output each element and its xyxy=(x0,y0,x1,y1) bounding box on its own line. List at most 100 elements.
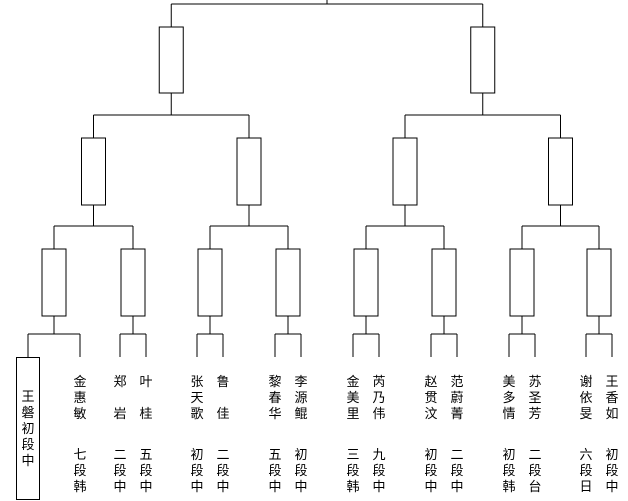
player-name-char: 金 xyxy=(73,375,87,390)
player-name-char: 圣 xyxy=(528,391,542,406)
player-country: 中 xyxy=(21,454,35,469)
player-name-char xyxy=(211,391,235,407)
player-name-char xyxy=(108,391,132,407)
player-name-char: 依 xyxy=(579,391,593,406)
player-name-char: 菁 xyxy=(450,407,464,422)
player-name-char: 华 xyxy=(268,407,282,422)
player-rank-char: 九 xyxy=(372,448,386,463)
player-name-char: 春 xyxy=(268,391,282,406)
player-entry: 张天歌初段中 xyxy=(185,375,209,496)
player-country: 中 xyxy=(450,480,464,495)
player-rank-char: 段 xyxy=(73,464,87,479)
player-name-char: 鲁 xyxy=(216,375,230,390)
player-name-char: 谢 xyxy=(579,375,593,390)
player-rank-char: 段 xyxy=(139,464,153,479)
match-box xyxy=(275,248,301,317)
player-country: 韩 xyxy=(502,480,516,495)
spacer xyxy=(68,423,92,448)
player-name-char: 敏 xyxy=(73,407,87,422)
player-name-char: 惠 xyxy=(73,391,87,406)
player-name-char: 香 xyxy=(605,391,619,406)
player-name-char: 黎 xyxy=(268,375,282,390)
match-box xyxy=(81,137,106,206)
player-rank-char: 三 xyxy=(346,448,360,463)
player-name-char: 磐 xyxy=(21,406,35,421)
player-rank-char: 二 xyxy=(450,448,464,463)
player-name-char: 天 xyxy=(190,391,204,406)
player-rank-char: 段 xyxy=(579,464,593,479)
player-rank-char: 段 xyxy=(113,464,127,479)
spacer xyxy=(341,423,365,448)
player-entry: 郑 岩二段中 xyxy=(108,375,132,496)
player-rank-char: 段 xyxy=(190,464,204,479)
player-rank-char: 五 xyxy=(268,448,282,463)
player-rank-char: 初 xyxy=(294,448,308,463)
match-box xyxy=(548,137,573,206)
spacer xyxy=(445,423,469,448)
player-rank-char: 五 xyxy=(139,448,153,463)
player-rank-char: 初 xyxy=(502,448,516,463)
spacer xyxy=(134,423,158,448)
match-box xyxy=(586,248,612,317)
player-name-char: 苏 xyxy=(528,375,542,390)
player-rank-char: 段 xyxy=(528,464,542,479)
spacer xyxy=(108,423,132,448)
player-country: 中 xyxy=(424,480,438,495)
player-country: 韩 xyxy=(346,480,360,495)
player-name-char: 美 xyxy=(502,375,516,390)
player-name-char: 汶 xyxy=(424,407,438,422)
player-name-char: 蔚 xyxy=(450,391,464,406)
player-name-char: 郑 xyxy=(113,375,127,390)
player-name-char: 赵 xyxy=(424,375,438,390)
player-name-char: 范 xyxy=(450,375,464,390)
player-rank-char: 初 xyxy=(21,422,35,437)
player-name-char: 里 xyxy=(346,407,360,422)
player-rank-char: 段 xyxy=(372,464,386,479)
player-entry: 美多情初段韩 xyxy=(497,375,521,496)
player-entry: 芮乃伟九段中 xyxy=(367,375,391,496)
player-name-char xyxy=(134,391,158,407)
player-country: 中 xyxy=(605,480,619,495)
player-entry: 鲁 佳二段中 xyxy=(211,375,235,496)
player-entry: 叶 桂五段中 xyxy=(134,375,158,496)
player-name-char: 伟 xyxy=(372,407,386,422)
player-country: 日 xyxy=(579,480,593,495)
player-name-char: 美 xyxy=(346,391,360,406)
player-rank-char: 段 xyxy=(268,464,282,479)
player-rank-char: 六 xyxy=(579,448,593,463)
player-name-char: 情 xyxy=(502,407,516,422)
spacer xyxy=(263,423,287,448)
player-name-char: 芮 xyxy=(372,375,386,390)
player-rank-char: 段 xyxy=(605,464,619,479)
player-entry: 金美里三段韩 xyxy=(341,375,365,496)
spacer xyxy=(419,423,443,448)
player-entry: 李源鲲初段中 xyxy=(289,375,313,496)
player-rank-char: 二 xyxy=(216,448,230,463)
player-name-char: 岩 xyxy=(113,407,127,422)
player-entry: 范蔚菁二段中 xyxy=(445,375,469,496)
spacer xyxy=(367,423,391,448)
player-rank-char: 段 xyxy=(294,464,308,479)
player-name-char: 源 xyxy=(294,391,308,406)
spacer xyxy=(289,423,313,448)
player-entry: 黎春华五段中 xyxy=(263,375,287,496)
spacer xyxy=(523,423,547,448)
player-name-char: 鲲 xyxy=(294,407,308,422)
player-name-char: 王 xyxy=(605,375,619,390)
player-name-char: 多 xyxy=(502,391,516,406)
player-rank-char: 段 xyxy=(216,464,230,479)
match-box xyxy=(509,248,535,317)
player-country: 中 xyxy=(113,480,127,495)
player-rank-char: 二 xyxy=(528,448,542,463)
player-name-char: 乃 xyxy=(372,391,386,406)
player-rank-char: 段 xyxy=(450,464,464,479)
player-rank-char: 段 xyxy=(21,438,35,453)
match-box xyxy=(197,248,223,317)
player-name-char: 王 xyxy=(21,390,35,405)
player-entry: 谢依旻六段日 xyxy=(574,375,598,496)
player-name-char: 如 xyxy=(605,407,619,422)
player-entry: 赵贯汶初段中 xyxy=(419,375,443,496)
spacer xyxy=(211,423,235,448)
player-rank-char: 初 xyxy=(605,448,619,463)
